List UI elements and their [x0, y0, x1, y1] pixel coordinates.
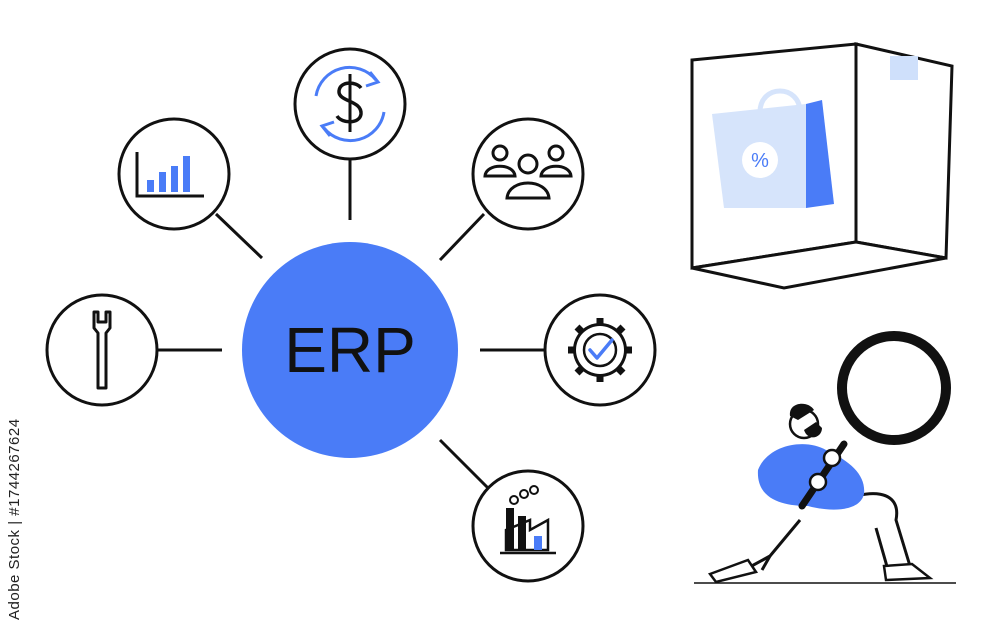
node-finance	[293, 47, 407, 161]
node-people	[471, 117, 585, 231]
node-settings	[543, 293, 657, 407]
hub-circle	[242, 242, 458, 458]
factory-icon	[500, 485, 556, 555]
node-tools	[45, 293, 159, 407]
shopping-box-illustration: %	[690, 42, 954, 290]
bar-chart-icon	[135, 152, 204, 198]
bag-percent-label: %	[751, 150, 769, 172]
team-icon	[483, 144, 573, 200]
connector-manufacturing	[438, 438, 490, 490]
wrench-icon	[92, 310, 112, 390]
connector-people	[438, 212, 486, 262]
box-tape	[890, 56, 918, 80]
node-manufacturing	[471, 469, 585, 583]
person-with-magnifier-icon	[694, 331, 956, 584]
connector-analytics	[214, 212, 264, 260]
watermark-text: Adobe Stock | #1744267624	[6, 418, 23, 620]
box-bottom	[691, 240, 947, 290]
shopping-bag-percent-icon: %	[712, 88, 834, 208]
dollar-cycle-icon	[314, 65, 386, 143]
node-analytics	[117, 117, 231, 231]
hub-label: ERP	[284, 314, 416, 386]
connector-lines	[156, 160, 544, 490]
gear-check-icon	[568, 318, 632, 382]
erp-hub: ERP	[242, 242, 458, 458]
